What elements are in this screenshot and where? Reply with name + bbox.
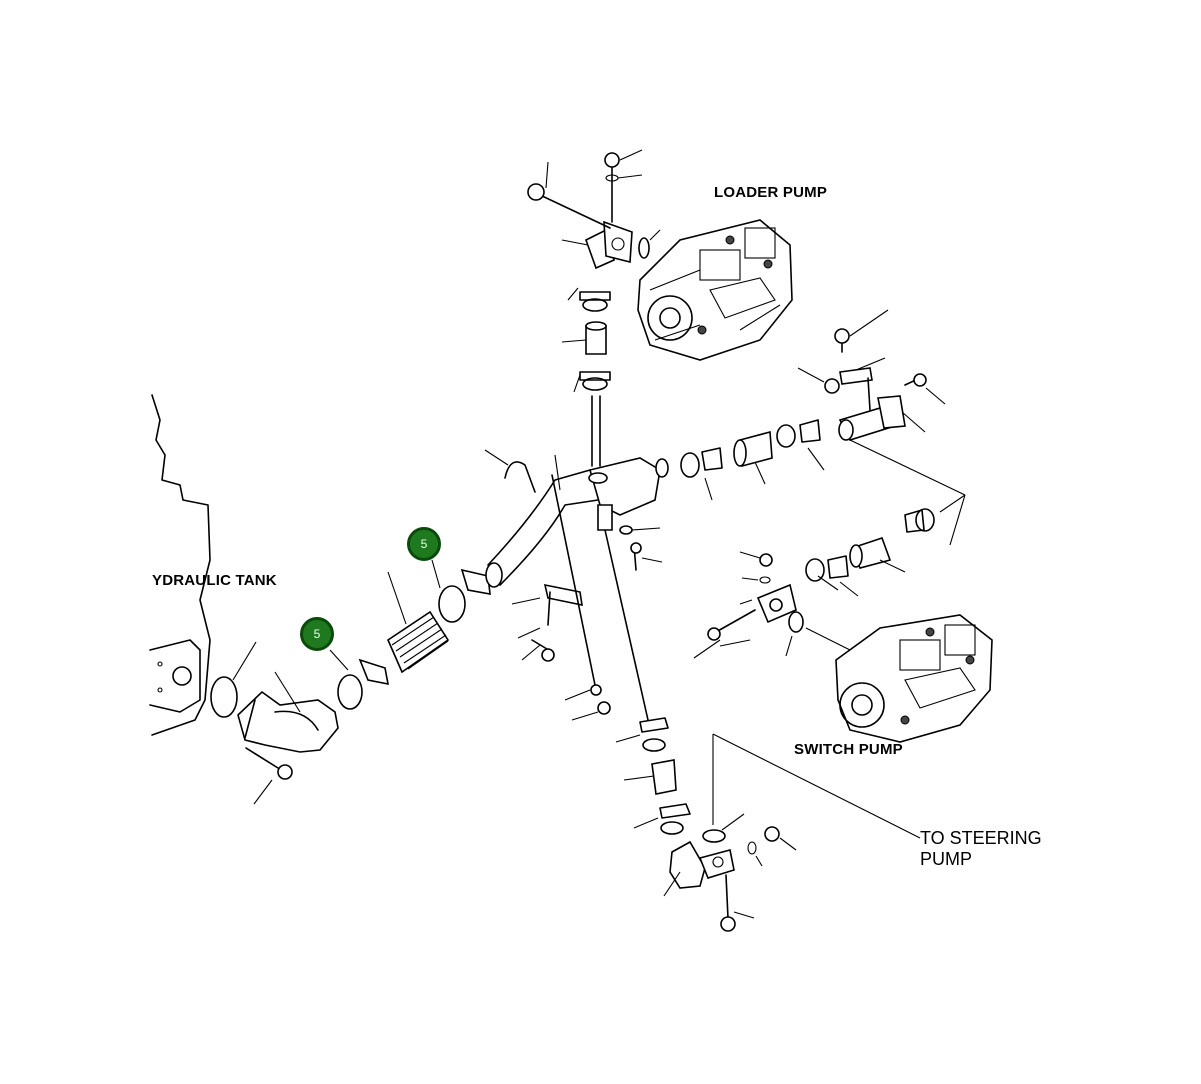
corrugated-hose bbox=[386, 571, 450, 674]
suction-pipe bbox=[485, 454, 601, 588]
hose-clamp-upper bbox=[431, 559, 491, 623]
switch-pump-branch bbox=[693, 494, 966, 659]
pipe-bracket bbox=[511, 474, 611, 721]
hydraulic-tank-drawing bbox=[149, 394, 211, 736]
u-bolt bbox=[484, 449, 536, 493]
to-steering-pump-label: TO STEERING PUMP bbox=[920, 828, 1042, 870]
callout-5-lower[interactable]: 5 bbox=[300, 617, 334, 651]
tank-o-ring bbox=[210, 676, 238, 718]
switch-pump-drawing bbox=[835, 614, 993, 743]
tee-fitting bbox=[588, 457, 669, 531]
loader-pump-label: LOADER PUMP bbox=[714, 184, 828, 201]
branch-line-right bbox=[680, 395, 966, 513]
loader-pump-drawing bbox=[637, 219, 793, 361]
to-steering-line2: PUMP bbox=[920, 849, 973, 869]
hose-clamp-lower bbox=[329, 649, 390, 710]
down-branch bbox=[604, 525, 921, 932]
to-steering-line1: TO STEERING bbox=[920, 828, 1042, 848]
hydraulic-tank-label: YDRAULIC TANK bbox=[152, 572, 277, 589]
switch-pump-label: SWITCH PUMP bbox=[794, 741, 903, 758]
tank-elbow-pipe bbox=[237, 671, 339, 753]
loader-pump-riser bbox=[527, 149, 661, 467]
right-top-bolts bbox=[797, 309, 946, 411]
tank-flange-bolt bbox=[245, 747, 293, 805]
callout-5-upper[interactable]: 5 bbox=[407, 527, 441, 561]
